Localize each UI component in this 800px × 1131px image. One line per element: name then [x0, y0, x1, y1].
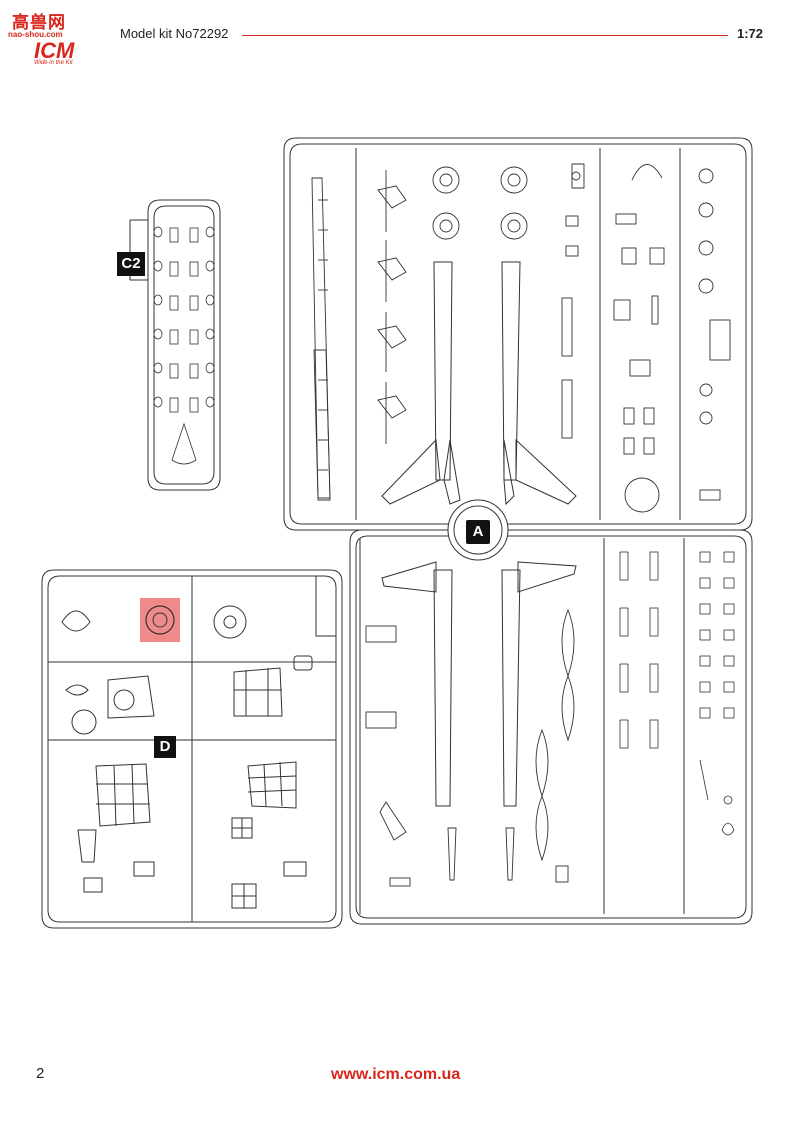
footer-url-link[interactable]: www.icm.com.ua	[331, 1066, 461, 1083]
sprue-c2-label: C2	[117, 252, 145, 276]
logo-cn-text: 高兽网	[12, 13, 66, 33]
logo-slogan-text: Wide in the Kit	[34, 60, 73, 66]
logo-brand-text: ICM	[34, 38, 75, 63]
page-number: 2	[36, 1065, 45, 1082]
logo-url-text: nao-shou.com	[8, 30, 63, 39]
model-kit-title: Model kit No72292	[120, 26, 229, 41]
sprue-d	[41, 569, 343, 929]
sprue-d-label: D	[154, 736, 176, 758]
sprue-a-label: A	[466, 520, 490, 544]
sprue-a	[283, 137, 753, 925]
header-rule	[242, 35, 728, 36]
scale-label: 1:72	[737, 26, 764, 41]
page-header: 高兽网 nao-shou.com ICM Wide in the Kit Mod…	[0, 0, 800, 70]
highlight-marker	[140, 598, 180, 642]
icm-logo: 高兽网 nao-shou.com ICM Wide in the Kit	[6, 8, 98, 68]
sprue-c2	[129, 199, 221, 491]
